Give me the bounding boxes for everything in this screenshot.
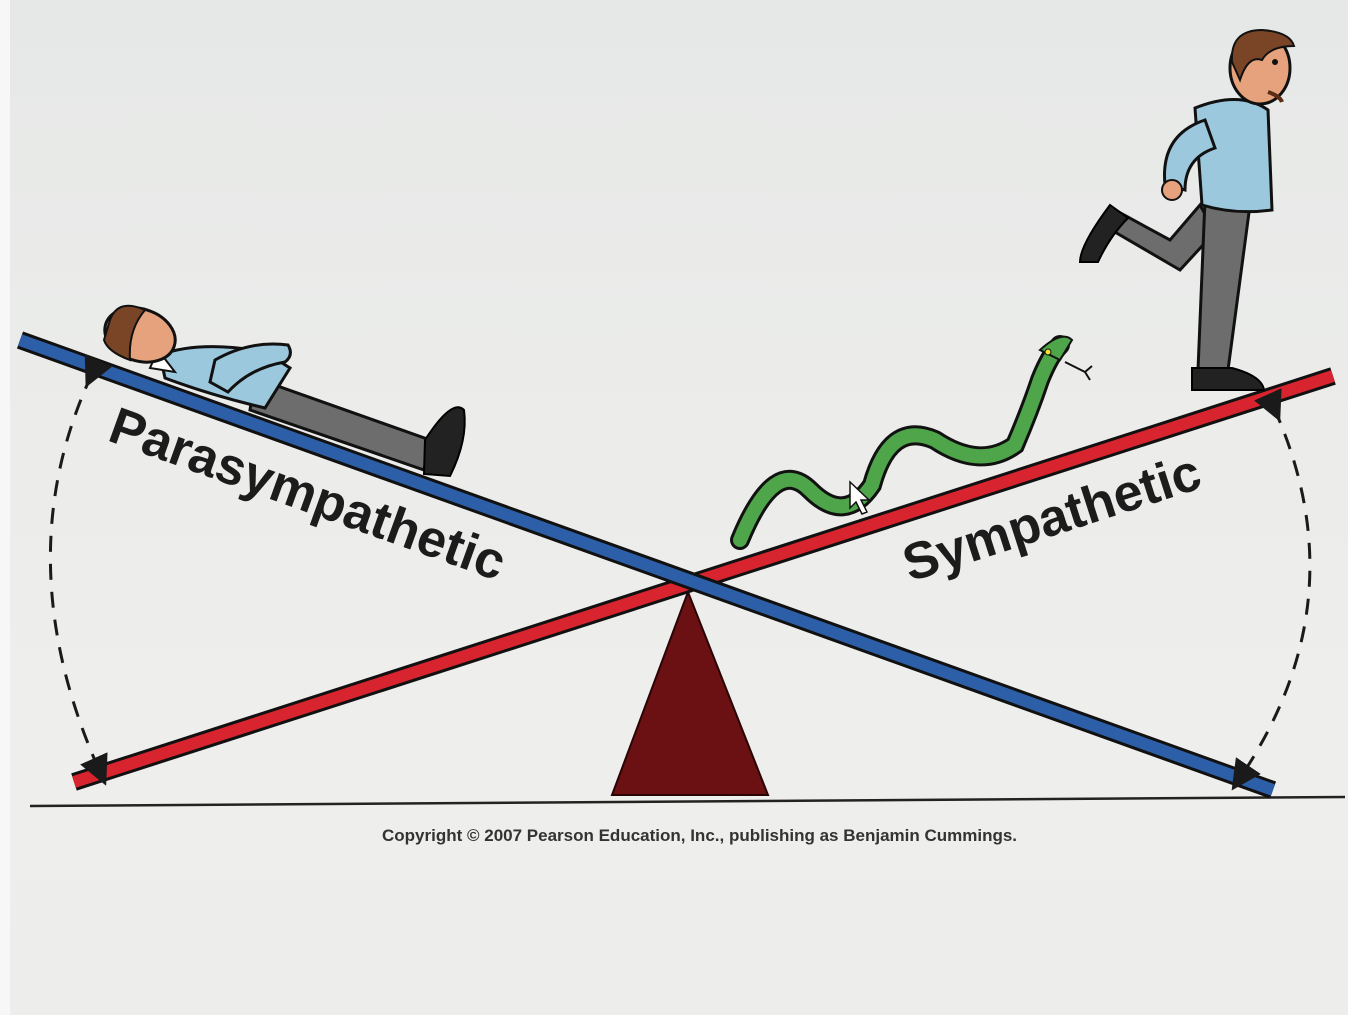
running-man-icon <box>1080 30 1294 390</box>
fulcrum-icon <box>612 592 768 795</box>
angle-arrow-right-icon <box>1240 408 1310 778</box>
angle-arrow-left-icon <box>50 374 100 772</box>
ground-line <box>30 797 1345 806</box>
copyright-text: Copyright © 2007 Pearson Education, Inc.… <box>382 826 1017 846</box>
